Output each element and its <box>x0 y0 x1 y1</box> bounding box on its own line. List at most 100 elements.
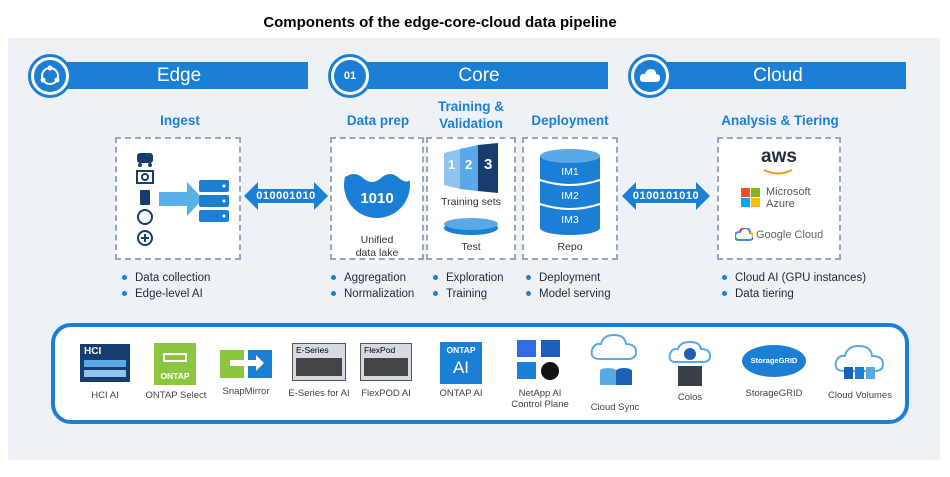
snapmirror-icon <box>220 350 272 378</box>
list-item: Deployment <box>526 270 611 286</box>
list-item: Data tiering <box>722 286 866 302</box>
eseries-icon-text: E-Series <box>296 345 329 355</box>
cloud-band-label: Cloud <box>753 64 803 86</box>
product-label-netapp-ai: NetApp AI <box>518 388 562 399</box>
microsoft-logo-icon <box>741 188 760 207</box>
eseries-icon: E-Series <box>292 343 346 381</box>
ontap-ai-icon-bottom: AI <box>452 358 470 377</box>
cloud-band: Cloud <box>650 62 906 89</box>
left-binary-text: 010001010 <box>256 190 316 202</box>
product-label-eseries: E-Series for AI <box>288 388 350 399</box>
core-icon: 01 <box>334 60 366 92</box>
edge-bullet-1: Data collection <box>135 272 211 284</box>
im1-label: IM1 <box>561 166 579 178</box>
core-band: Core <box>350 62 608 89</box>
edge-icon <box>34 60 66 92</box>
left-binary-arrow <box>244 182 328 210</box>
product-label-ontap-ai: ONTAP AI <box>439 388 483 399</box>
list-item: Model serving <box>526 286 611 302</box>
cloud-sync-icon <box>590 333 638 385</box>
ontap-select-icon-text: ONTAP <box>160 371 190 381</box>
stack-number-2: 2 <box>465 157 473 172</box>
hci-icon-text: HCI <box>84 346 102 357</box>
product-label-hci-ai: HCI AI <box>91 390 119 401</box>
colos-icon <box>668 340 712 386</box>
product-label-cloud-volumes: Cloud Volumes <box>828 390 892 401</box>
data-lake-number: 1010 <box>360 190 394 207</box>
core-badge-text: 01 <box>343 70 357 82</box>
train-bullet-2: Training <box>446 288 488 300</box>
deployment-title: Deployment <box>531 113 609 128</box>
page-title: Components of the edge-core-cloud data p… <box>263 14 617 31</box>
prep-bullet-1: Aggregation <box>344 272 407 284</box>
stack-number-3: 3 <box>484 156 493 173</box>
repo-label: Repo <box>557 241 583 253</box>
data-lake-icon <box>344 148 410 218</box>
right-binary-text: 0100101010 <box>632 190 700 202</box>
data-lake-caption: Unified data lake <box>330 234 424 260</box>
ingest-title: Ingest <box>160 113 200 128</box>
list-item: Cloud AI (GPU instances) <box>722 270 866 286</box>
list-item: Normalization <box>331 286 414 302</box>
microsoft-label: Microsoft <box>766 186 811 198</box>
control-plane-icon <box>517 340 560 380</box>
storagegrid-icon <box>742 345 806 377</box>
im2-label: IM2 <box>561 190 579 202</box>
cloud-icon <box>634 60 666 92</box>
product-label-cloud-sync: Cloud Sync <box>590 402 640 413</box>
repo-database-icon <box>539 149 601 235</box>
training-sets-label: Training sets <box>441 196 501 208</box>
plane-icon <box>137 230 153 246</box>
list-item: Data collection <box>122 270 210 286</box>
list-item: Edge-level AI <box>122 286 210 302</box>
data-lake-caption-line1: Unified <box>360 234 394 246</box>
test-disk-icon <box>444 218 498 235</box>
core-badge: 01 <box>328 54 372 98</box>
edge-bullets: Data collection Edge-level AI <box>122 270 210 302</box>
aws-smile-icon <box>763 169 793 175</box>
storagegrid-icon-text: StorageGRID <box>750 356 798 365</box>
list-item: Aggregation <box>331 270 414 286</box>
training-box <box>426 137 516 260</box>
ontap-ai-icon-top: ONTAP <box>446 345 476 355</box>
product-label-ontap-select: ONTAP Select <box>145 390 207 401</box>
data-lake-caption-line2: data lake <box>355 247 399 259</box>
cloud-bullets: Cloud AI (GPU instances) Data tiering <box>722 270 866 302</box>
right-binary-arrow <box>622 182 710 210</box>
ontap-ai-icon: ONTAP AI <box>440 342 482 384</box>
product-label-snapmirror: SnapMirror <box>222 386 270 397</box>
product-label-control-plane: NetApp AI Control Plane <box>500 388 580 410</box>
product-label-storagegrid: StorageGRID <box>745 388 803 399</box>
azure-label: Azure <box>766 198 795 210</box>
google-cloud-icon <box>735 228 753 241</box>
cloud-bullet-1: Cloud AI (GPU instances) <box>735 272 867 284</box>
list-item: Exploration <box>433 270 504 286</box>
training-title: Training & Validation <box>426 98 516 132</box>
training-title-line2: Validation <box>439 116 503 131</box>
ontap-select-icon: ONTAP <box>154 343 196 385</box>
google-cloud-label: Google Cloud <box>756 229 824 241</box>
phone-icon <box>140 190 150 205</box>
train-bullets: Exploration Training <box>433 270 504 302</box>
stack-number-1: 1 <box>448 157 456 172</box>
flexpod-icon-text: FlexPod <box>364 345 396 355</box>
microsoft-azure-label: Microsoft Azure <box>766 186 811 210</box>
ingest-graphic <box>136 153 229 246</box>
aws-logo: aws <box>761 146 797 167</box>
vehicle-icon <box>137 153 153 167</box>
product-label-colos: Colos <box>677 392 703 403</box>
camera-icon <box>136 170 154 184</box>
im3-label: IM3 <box>561 214 579 226</box>
train-bullet-1: Exploration <box>446 272 504 284</box>
product-label-control-plane-line2: Control Plane <box>511 399 569 410</box>
test-label: Test <box>461 241 481 253</box>
deploy-bullet-1: Deployment <box>539 272 601 284</box>
deploy-bullet-2: Model serving <box>539 288 611 300</box>
analysis-title: Analysis & Tiering <box>721 113 839 128</box>
training-sets-icon <box>444 143 498 193</box>
prep-bullet-2: Normalization <box>344 288 415 300</box>
cloud-badge <box>628 54 672 98</box>
edge-band: Edge <box>50 62 308 89</box>
edge-bullet-2: Edge-level AI <box>135 288 203 300</box>
hci-ai-icon: HCI <box>80 344 130 382</box>
